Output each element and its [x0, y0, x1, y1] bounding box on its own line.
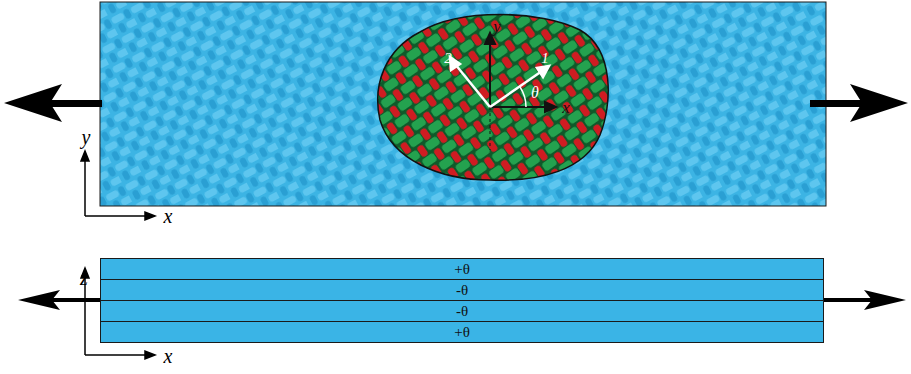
ply-layer: +θ: [100, 258, 824, 280]
axis-label: x: [164, 206, 173, 226]
ply-angle: -θ: [456, 283, 468, 298]
coordinate-axes: [81, 151, 155, 220]
laminate-plate: [100, 2, 826, 206]
axis-label: 1: [541, 51, 549, 66]
axis-label: θ: [531, 85, 539, 101]
ply-layer: -θ: [100, 300, 824, 322]
global-axes: [485, 33, 556, 150]
axis-label: y: [82, 127, 91, 147]
axis-label: y: [493, 18, 501, 35]
ply-layer: +θ: [100, 321, 824, 343]
axis-label: z: [80, 268, 88, 288]
axis-label: x: [164, 346, 173, 366]
axis-label: x: [562, 99, 570, 116]
axis-label: 2: [444, 51, 452, 66]
material-axes: [450, 57, 549, 107]
ply-angle: -θ: [456, 304, 468, 319]
woven-cutout: [378, 15, 609, 181]
load-arrows: [4, 84, 908, 122]
ply-angle: +θ: [454, 262, 470, 277]
ply-layer: -θ: [100, 279, 824, 301]
ply-angle: +θ: [454, 325, 470, 340]
